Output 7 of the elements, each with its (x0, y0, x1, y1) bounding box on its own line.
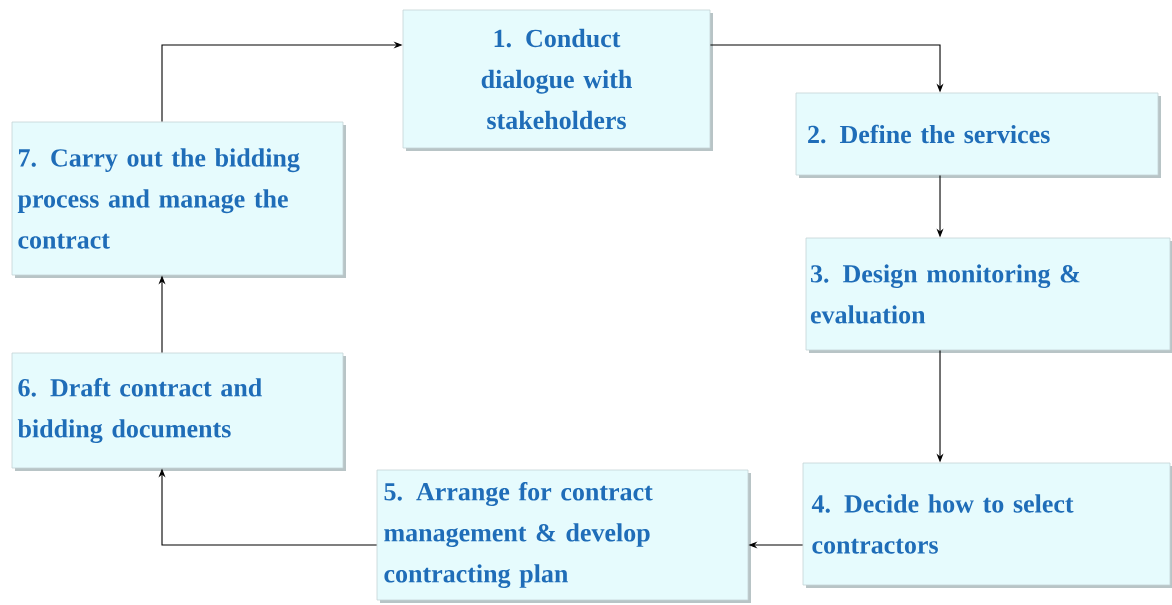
process-box: 4. Decide how to select contractors (802, 462, 1172, 588)
process-box: 1. Conduct dialogue with stakeholders (402, 9, 713, 151)
process-box: 5. Arrange for contract management & develop contracting plan (376, 469, 751, 603)
process-box: 3. Design monitoring & evaluation (805, 237, 1172, 353)
process-box: 7. Carry out the bidding process and manage the contract (11, 121, 346, 278)
process-box: 6. Draft contract and bidding documents (11, 352, 346, 471)
process-box: 2. Define the services (795, 92, 1161, 178)
